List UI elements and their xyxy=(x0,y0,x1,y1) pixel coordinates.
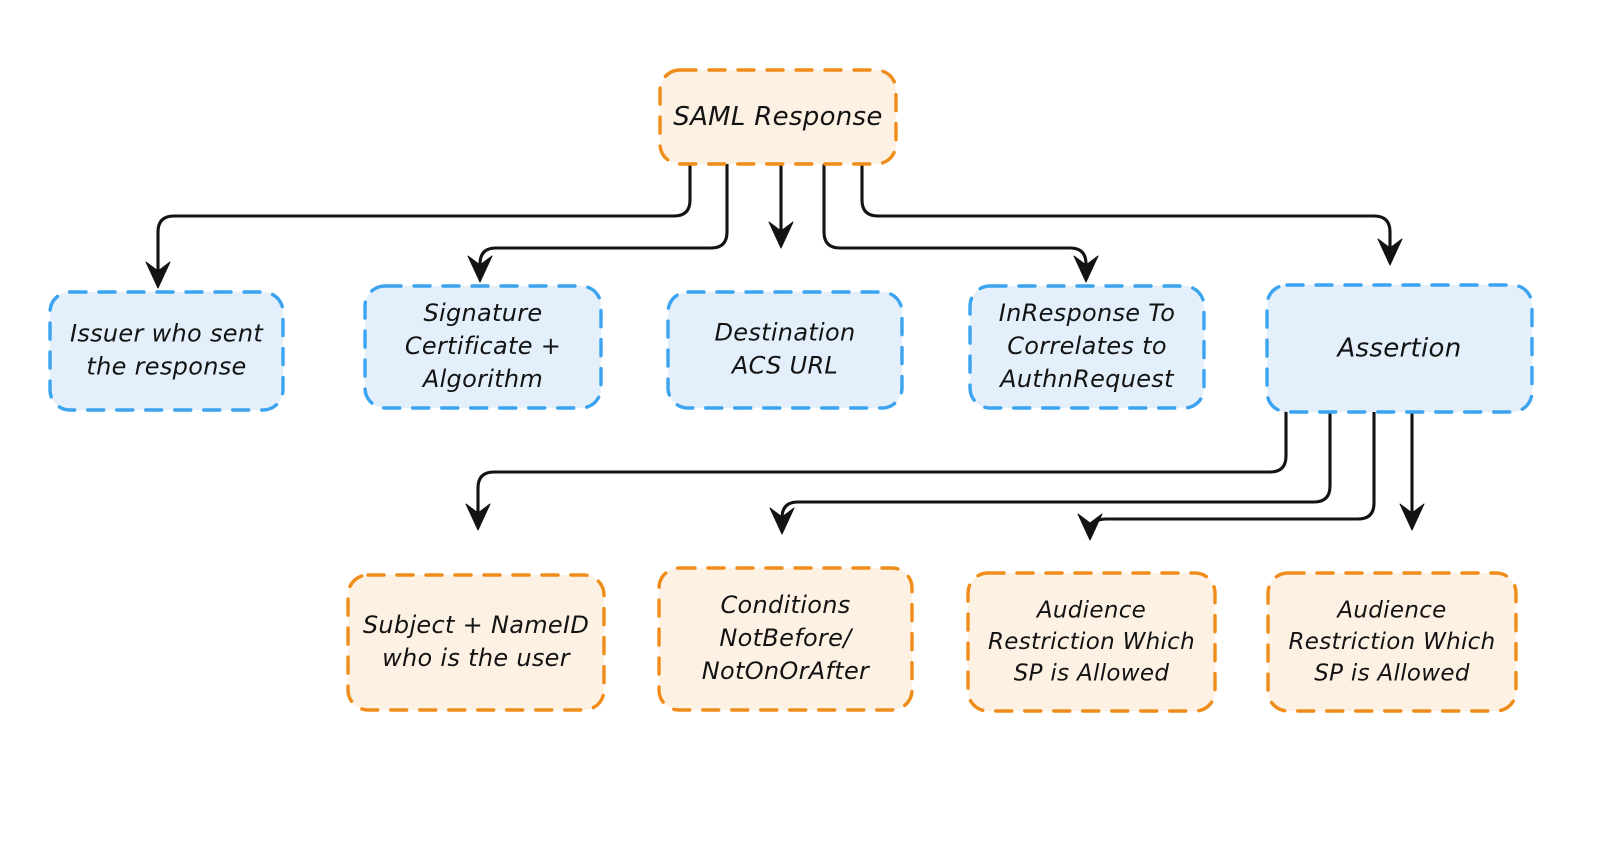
node-border xyxy=(48,290,285,412)
edge-saml-destination xyxy=(768,162,794,249)
edge-assertion-audience2 xyxy=(1399,410,1425,531)
node-border xyxy=(666,290,904,410)
arrow-head-icon xyxy=(768,221,794,249)
edge-assertion-subject xyxy=(465,410,1288,531)
arrow-head-icon xyxy=(1073,255,1099,283)
node-fill xyxy=(348,575,604,710)
node-fill xyxy=(365,286,601,408)
node-border xyxy=(1265,283,1534,414)
arrow-head-icon xyxy=(145,261,171,289)
edge-saml-issuer xyxy=(145,162,692,289)
node-border xyxy=(1266,571,1518,713)
edge-saml-inresponseto xyxy=(822,162,1099,283)
node-assertion[interactable]: Assertion xyxy=(1265,283,1534,414)
arrow-head-icon xyxy=(1399,503,1425,531)
node-border xyxy=(658,68,898,166)
edge-saml-signature xyxy=(467,162,729,283)
node-border xyxy=(968,284,1206,410)
arrow-head-icon xyxy=(465,503,491,531)
node-border xyxy=(657,566,914,712)
edge-assertion-conditions xyxy=(769,410,1332,535)
node-fill xyxy=(1268,573,1516,711)
node-fill xyxy=(970,286,1204,408)
node-border xyxy=(346,573,606,712)
arrow-head-icon xyxy=(769,507,795,535)
edge-saml-assertion xyxy=(860,162,1403,266)
node-saml-response[interactable]: SAML Response xyxy=(658,68,898,166)
node-fill xyxy=(660,70,896,164)
node-fill xyxy=(659,568,912,710)
node-border xyxy=(363,284,603,410)
arrow-head-icon xyxy=(1377,238,1403,266)
node-fill xyxy=(668,292,902,408)
arrow-head-icon xyxy=(1077,513,1103,541)
edges-layer xyxy=(145,162,1425,541)
node-label-assertion: Assertion xyxy=(1335,333,1461,363)
node-fill xyxy=(50,292,283,410)
node-label-saml-response: SAML Response xyxy=(673,102,882,132)
node-border xyxy=(966,571,1217,713)
node-fill xyxy=(1267,285,1532,412)
arrow-head-icon xyxy=(467,255,493,283)
edge-assertion-audience1 xyxy=(1077,410,1376,541)
node-fill xyxy=(968,573,1215,711)
